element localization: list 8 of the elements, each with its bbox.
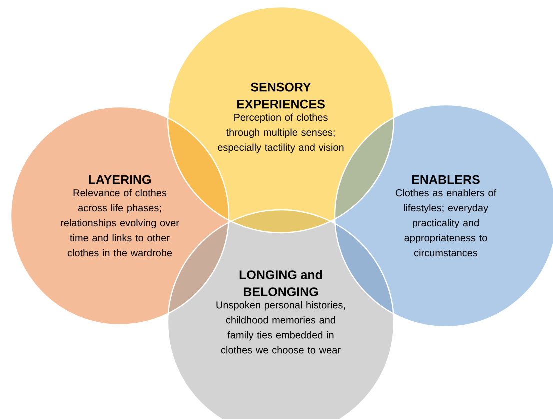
circle-heading: LONGING and BELONGING: [240, 270, 322, 296]
circle-text: Clothes as enablers of lifestyles; everyday practicality and appropriateness to circumstances: [396, 189, 497, 257]
circle-text: Relevance of clothes across life phases; relationships evolving over time and links to other clothes in the wardrobe: [61, 189, 180, 257]
circle-text: Perception of clothes through multiple senses; especially tactility and vision: [218, 114, 344, 154]
circle-text: Unspoken personal histories, childhood memories and family ties embedded in clothes we choose to wear: [216, 301, 346, 354]
circle-heading: SENSORY EXPERIENCES: [237, 82, 325, 109]
circle-heading: LAYERING: [89, 175, 151, 184]
circle-heading: ENABLERS: [412, 175, 480, 184]
